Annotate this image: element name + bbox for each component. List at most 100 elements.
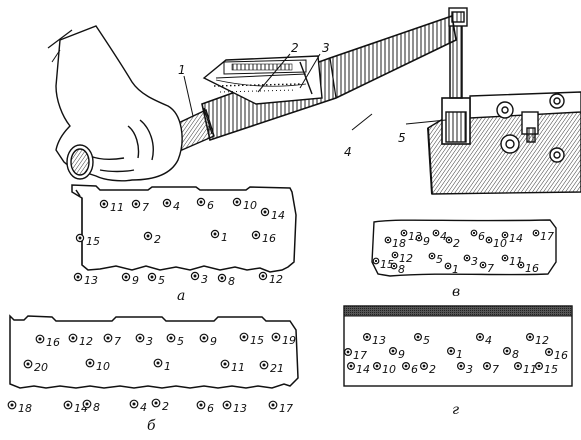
bolt-number: 2 [154,233,161,246]
bolt-number: 16 [262,232,276,245]
bolt-number: 8 [398,263,405,276]
bolt-number: 9 [132,274,139,287]
bolt-number: 2 [162,400,169,413]
panel-v-bolt-3: 3 [463,254,478,268]
bolt-number: 16 [46,336,60,349]
bolt-center [472,231,476,235]
bolt-center [261,274,265,278]
panel-v-bolt-7: 7 [479,261,494,275]
bolt-number: 6 [207,199,214,212]
panel-b-bolt-2: 2 [151,398,169,413]
wrench-beam [201,14,457,142]
bolt-center [485,364,489,368]
callout-leaders [183,53,447,131]
bolt-number: 16 [554,349,568,362]
panel-b-bolt-7: 7 [103,333,121,348]
bolt-center [374,259,378,263]
panel-v-bolt-18: 18 [384,236,406,250]
panel-v-outline [371,219,557,277]
bolt-center [150,275,154,279]
panel-g-bolt-3: 3 [457,362,473,376]
panel-a-bolt-7: 7 [131,199,149,214]
bolt-center [386,238,390,242]
panel-g-bolt-12: 12 [525,333,549,347]
bolt-center [459,364,463,368]
bolt-number: 9 [210,335,217,348]
bolt-center [220,276,224,280]
panel-v-bolt-13: 13 [400,229,422,243]
bolt-center [202,336,206,340]
bolt-center [392,264,396,268]
bolt-number: 7 [492,363,499,376]
bolt-center [274,335,278,339]
bolt-center [85,402,89,406]
bolt-center [88,361,92,365]
callout-5: 5 [398,131,406,145]
bolt-center [66,403,70,407]
bolt-center [263,210,267,214]
bolt-number: 15 [380,258,394,271]
panel-b-bolt-12: 12 [68,333,93,348]
bolt-number: 10 [382,363,396,376]
panel-b-bolt-18: 18 [7,400,32,415]
bolt-center [146,234,150,238]
bolt-center [199,200,203,204]
bolt-number: 10 [243,199,257,212]
panel-b-bolt-1: 1 [153,358,171,373]
bolt-center [534,231,538,235]
panel-a-outline [71,184,297,273]
bolt-center [165,201,169,205]
bolt-number: 13 [233,402,247,415]
panel-g-bolt-10: 10 [373,362,396,376]
panel-a-bolt-10: 10 [232,197,257,212]
bolt-number: 14 [356,363,370,376]
bolt-number: 9 [423,235,430,248]
bolt-center [417,236,421,240]
bolt-center [402,231,406,235]
panel-v-bolt-8: 8 [390,262,405,276]
bolt-number: 11 [523,363,537,376]
panel-b-bolt-5: 5 [166,333,184,348]
callout-4: 4 [344,145,352,159]
bolt-center [199,403,203,407]
panel-v-bolt-6: 6 [470,229,485,243]
bolt-number: 12 [399,252,413,265]
panel-a-bolt-1: 1 [210,229,228,244]
bolt-number: 11 [231,361,245,374]
bolt-number: 4 [485,334,492,347]
torque-wrench-illustration [47,7,581,195]
bolt-number: 7 [142,201,149,214]
bolt-center [487,238,491,242]
bolt-number: 18 [392,237,406,250]
panel-a-bolt-2: 2 [143,231,161,246]
panel-v-bolt-1: 1 [444,262,459,276]
bolt-number: 10 [493,237,507,250]
hand [47,25,183,182]
panel-g-bolt-11: 11 [513,362,537,376]
bolt-center [26,362,30,366]
bolt-center [528,335,532,339]
bolt-number: 17 [540,230,554,243]
bolt-number: 6 [411,363,418,376]
bolt-number: 2 [429,363,436,376]
bolt-center [132,402,136,406]
bolt-center [271,403,275,407]
panel-b-bolt-15: 15 [239,332,264,347]
bolt-number: 16 [525,262,539,275]
bolt-number: 18 [18,402,32,415]
bolt-center [422,364,426,368]
callout-1: 1 [178,63,186,77]
bolt-center [446,264,450,268]
bolt-center [10,403,14,407]
panel-a-bolt-3: 3 [190,271,208,286]
bolt-center [465,256,469,260]
bolt-number: 20 [34,361,48,374]
panel-g-bolt-14: 14 [347,362,370,376]
panel-g-bolt-5: 5 [414,333,430,347]
bolt-center [365,335,369,339]
bolt-center [519,263,523,267]
panel-g-bolt-15: 15 [534,362,558,376]
bolt-center [102,202,106,206]
bolt-number: 4 [140,401,147,414]
